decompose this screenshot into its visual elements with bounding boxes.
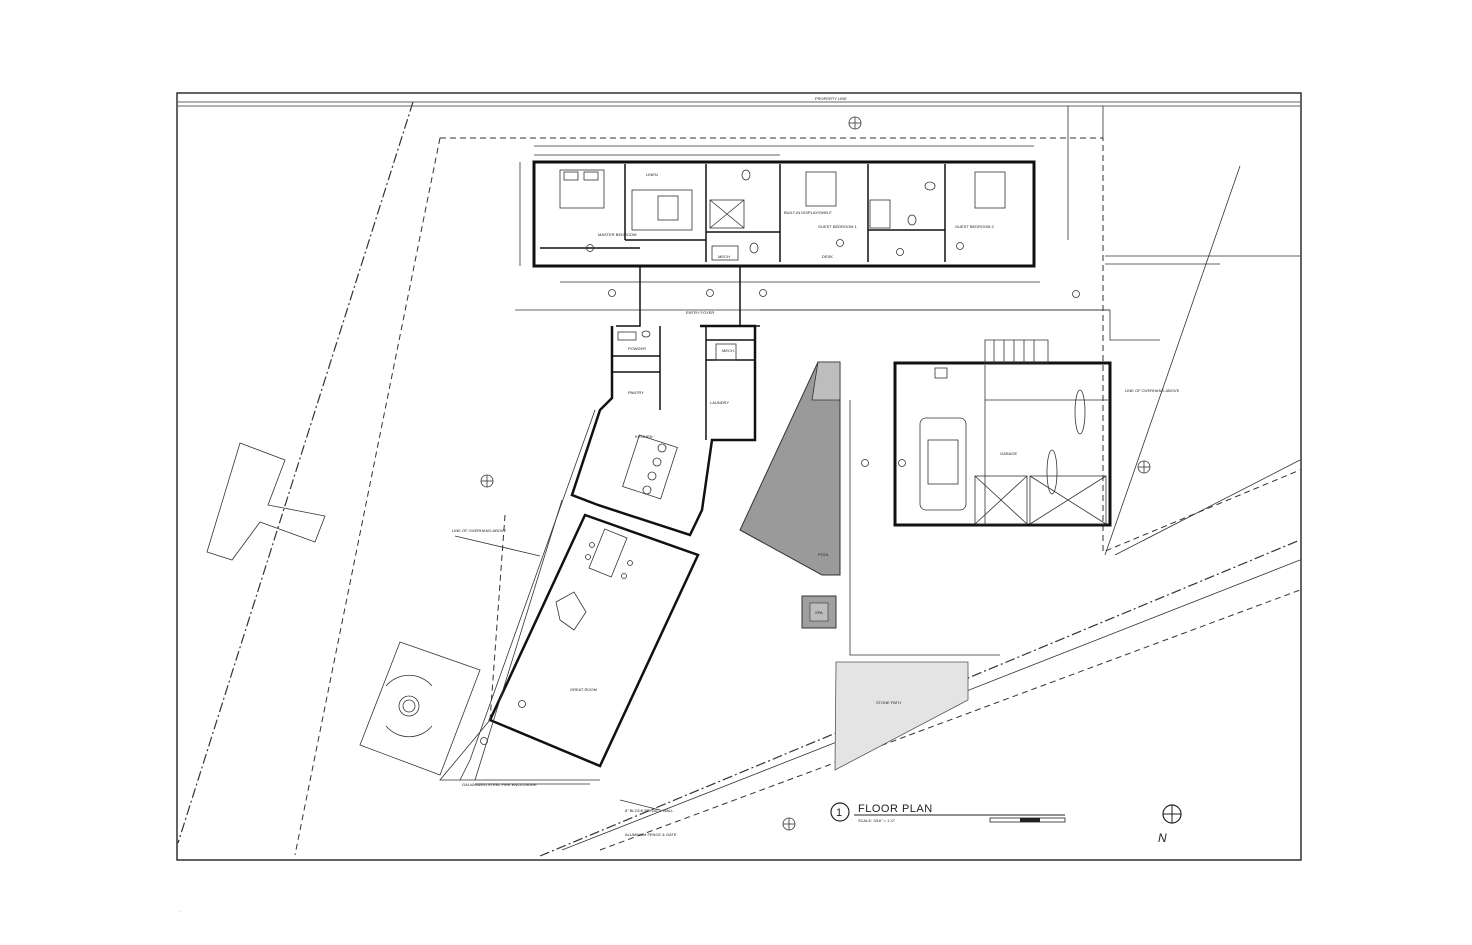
room-desk: DESK	[822, 254, 833, 259]
overhang-note-garage: LINE OF OVERHANG ABOVE	[1125, 388, 1180, 393]
block-wall-note: 8" BLOCK PRIVACY WALL	[625, 808, 674, 813]
elevation-tags	[480, 239, 1080, 745]
survey-marker-south	[782, 817, 796, 831]
svg-text:.·: .·	[178, 908, 182, 914]
room-linen: LINEN	[646, 172, 658, 177]
great-room: GREAT ROOM	[488, 513, 700, 768]
fire-pit-note: GALVANIZED STEEL FIRE ENCLOSURE	[462, 782, 537, 787]
title-block: 1 FLOOR PLAN SCALE: 3/16" = 1'-0"	[830, 802, 1066, 823]
room-garage: GARAGE	[1000, 451, 1017, 456]
room-guest-bedroom-1: GUEST BEDROOM 1	[818, 224, 858, 229]
room-guest-bedroom-2: GUEST BEDROOM 2	[955, 224, 995, 229]
room-laundry: LAUNDRY	[710, 400, 729, 405]
room-master-bedroom: MASTER BEDROOM	[598, 232, 636, 237]
north-label: N	[1158, 831, 1167, 845]
pool: POOL SPA	[739, 361, 1000, 656]
room-kitchen: KITCHEN	[635, 434, 653, 439]
lot-line-south	[539, 539, 1301, 857]
bedroom-wing: GUEST BEDROOM 1 GUEST BEDROOM 2 MASTER B…	[532, 160, 1036, 268]
room-mech-2: MECH	[718, 254, 730, 259]
fire-pit: GALVANIZED STEEL FIRE ENCLOSURE	[359, 641, 537, 787]
property-line-label: PROPERTY LINE	[815, 96, 847, 101]
room-pantry: PANTRY	[628, 390, 644, 395]
fence-gate-note: ALUMINUM FENCE & GATE	[625, 832, 677, 837]
garage: GARAGE LINE OF OVERHANG ABOVE	[893, 339, 1180, 527]
drawing-title: FLOOR PLAN	[858, 803, 933, 815]
survey-marker-west	[480, 474, 494, 488]
room-spa: SPA	[815, 610, 823, 615]
stone-path: STONE PATH	[834, 661, 969, 771]
north-arrow-icon	[1162, 804, 1182, 824]
scale-note: SCALE: 3/16" = 1'-0"	[858, 818, 896, 823]
room-pool: POOL	[818, 552, 830, 557]
kitchen-wing: KITCHEN LAUNDRY POWDER PANTRY MECH.	[570, 324, 757, 537]
overhang-note-west: LINE OF OVERHANG ABOVE	[452, 528, 507, 533]
lot-line-west	[177, 101, 414, 844]
room-great-room: GREAT ROOM	[570, 687, 597, 692]
room-entry: ENTRY FOYER	[686, 310, 714, 315]
west-structure	[206, 442, 326, 561]
title-number: 1	[836, 807, 842, 819]
room-powder: POWDER	[628, 346, 646, 351]
sheet-border	[176, 92, 1302, 861]
survey-marker-top	[848, 116, 862, 130]
survey-marker-garage	[1137, 460, 1151, 474]
stone-path-note: STONE PATH	[876, 700, 901, 705]
title-number-bubble	[830, 802, 850, 822]
room-mech: MECH.	[722, 348, 735, 353]
built-in-shelf-note: BUILT-IN DISPLAY/SHELF	[784, 210, 832, 215]
